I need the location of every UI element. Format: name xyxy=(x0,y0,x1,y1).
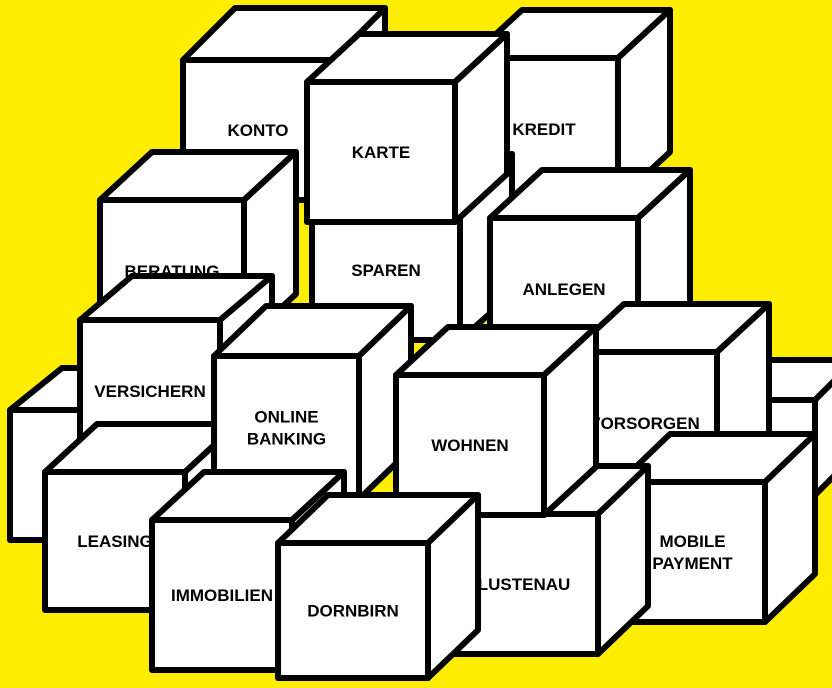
cube-label-anlegen: ANLEGEN xyxy=(522,280,605,299)
cube-label-immobilien: IMMOBILIEN xyxy=(171,586,273,605)
cube-label-mobile-payment-1: MOBILE xyxy=(659,532,725,551)
cube-label-online-banking-2: BANKING xyxy=(247,430,326,449)
cube-label-karte: KARTE xyxy=(352,143,411,162)
cube-wohnen: WOHNEN xyxy=(396,327,596,515)
cube-label-lustenau: LUSTENAU xyxy=(478,575,571,594)
cube-label-leasing: LEASING xyxy=(77,532,153,551)
cube-karte: KARTE xyxy=(307,34,507,222)
cube-label-online-banking-1: ONLINE xyxy=(254,408,318,427)
cube-label-mobile-payment-2: PAYMENT xyxy=(652,554,733,573)
cube-label-konto: KONTO xyxy=(227,121,288,140)
cube-label-wohnen: WOHNEN xyxy=(431,436,508,455)
cube-label-versichern: VERSICHERN xyxy=(94,382,205,401)
cube-dornbirn: DORNBIRN xyxy=(278,495,478,678)
cube-label-dornbirn: DORNBIRN xyxy=(307,602,399,621)
cube-label-vorsorgen: VORSORGEN xyxy=(589,414,700,433)
cube-label-sparen: SPAREN xyxy=(351,261,421,280)
cube-label-kredit: KREDIT xyxy=(512,120,576,139)
